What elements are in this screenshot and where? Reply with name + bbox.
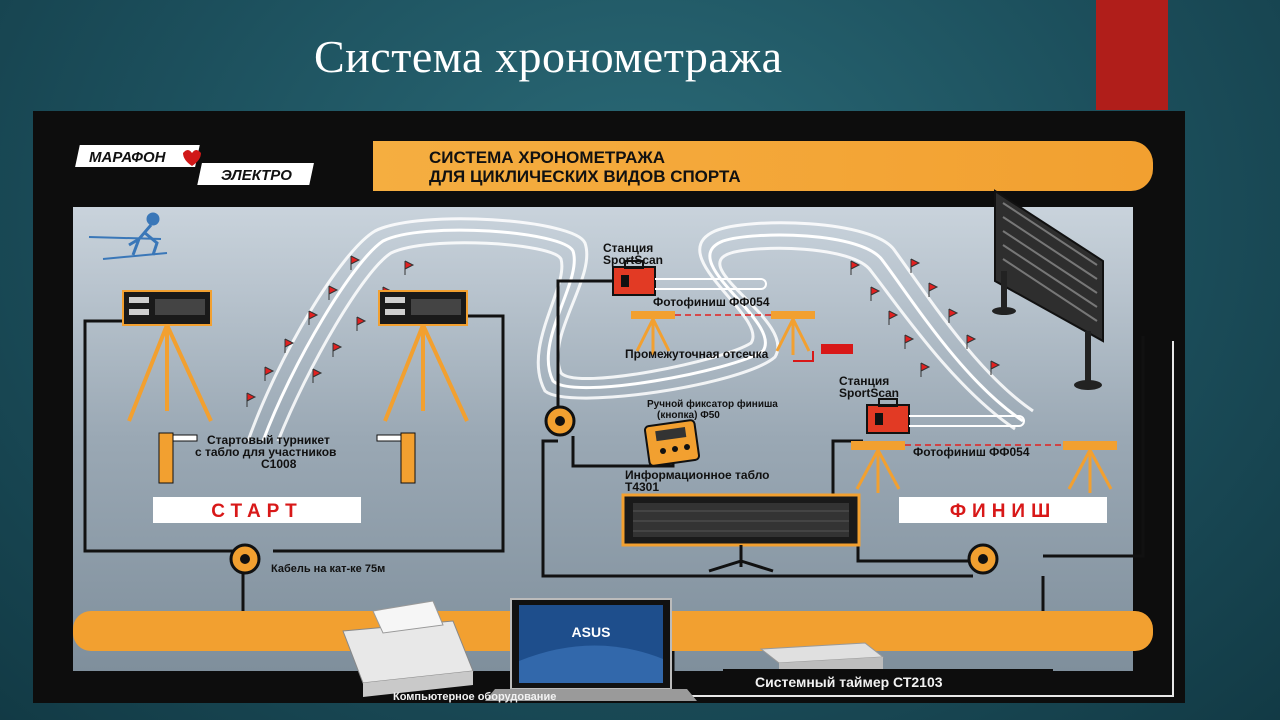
logo-text-2: ЭЛЕКТРО bbox=[221, 167, 292, 184]
start-label: СТАРТ bbox=[211, 501, 302, 522]
ski-track bbox=[246, 217, 1034, 442]
computer-label: Компьютерное оборудование bbox=[393, 691, 556, 703]
heart-icon bbox=[183, 150, 201, 166]
timing-diagram: МАРАФОН ЭЛЕКТРО СИСТЕМА ХРОНОМЕТРАЖА ДЛЯ… bbox=[33, 111, 1185, 703]
marafon-electro-logo: МАРАФОН ЭЛЕКТРО bbox=[75, 145, 314, 185]
slide-title: Система хронометража bbox=[314, 31, 783, 82]
scoreboard-structure bbox=[992, 189, 1104, 390]
start-camera-tripod-left bbox=[122, 290, 213, 422]
start-camera-tripod-right bbox=[378, 290, 469, 422]
turnstile-label-3: С1008 bbox=[261, 457, 297, 471]
sportscan-station-right bbox=[866, 398, 1025, 434]
manual-fixer-device bbox=[643, 419, 701, 467]
photofinish-right-cameras bbox=[851, 441, 1117, 493]
logo-text-1: МАРАФОН bbox=[89, 149, 167, 166]
start-sign bbox=[153, 497, 361, 523]
cable-reel-icon bbox=[229, 405, 999, 575]
photofinish-top-cameras bbox=[631, 311, 815, 355]
photofinish-top-label: Фотофиниш ФФ054 bbox=[653, 295, 770, 309]
intermediate-split-device bbox=[793, 344, 853, 362]
turnstile-label-1: Стартовый турникет bbox=[207, 433, 330, 447]
manual-fixer-label-2: (кнопка) Ф50 bbox=[657, 410, 720, 421]
station-right-label-1: Станция bbox=[839, 374, 889, 388]
sportscan-station-top bbox=[612, 260, 767, 296]
start-turnstile bbox=[158, 432, 416, 484]
printer-icon bbox=[342, 600, 474, 697]
timer-label: Системный таймер СТ2103 bbox=[755, 674, 943, 690]
cable-label: Кабель на кат-ке 75м bbox=[271, 563, 385, 575]
station-top-label-1: Станция bbox=[603, 241, 653, 255]
manual-fixer-label-1: Ручной фиксатор финиша bbox=[647, 398, 778, 410]
red-accent-bar bbox=[1096, 0, 1168, 110]
heading-line-2: ДЛЯ ЦИКЛИЧЕСКИХ ВИДОВ СПОРТА bbox=[429, 167, 741, 186]
info-board-label-1: Информационное табло bbox=[625, 468, 770, 482]
info-board bbox=[621, 493, 861, 573]
info-board-label-2: Т4301 bbox=[625, 480, 659, 494]
finish-label: ФИНИШ bbox=[950, 501, 1056, 522]
laptop-brand: ASUS bbox=[572, 624, 611, 640]
finish-sign bbox=[899, 497, 1107, 523]
heading-line-1: СИСТЕМА ХРОНОМЕТРАЖА bbox=[429, 148, 665, 167]
turnstile-label-2: с табло для участников bbox=[195, 445, 336, 459]
station-top-label-2: SportScan bbox=[603, 253, 663, 267]
laptop-icon: ASUS bbox=[485, 598, 697, 701]
skier-icon bbox=[88, 212, 168, 260]
station-right-label-2: SportScan bbox=[839, 386, 899, 400]
photofinish-right-label: Фотофиниш ФФ054 bbox=[913, 445, 1030, 459]
intermediate-label: Промежуточная отсечка bbox=[625, 347, 769, 361]
